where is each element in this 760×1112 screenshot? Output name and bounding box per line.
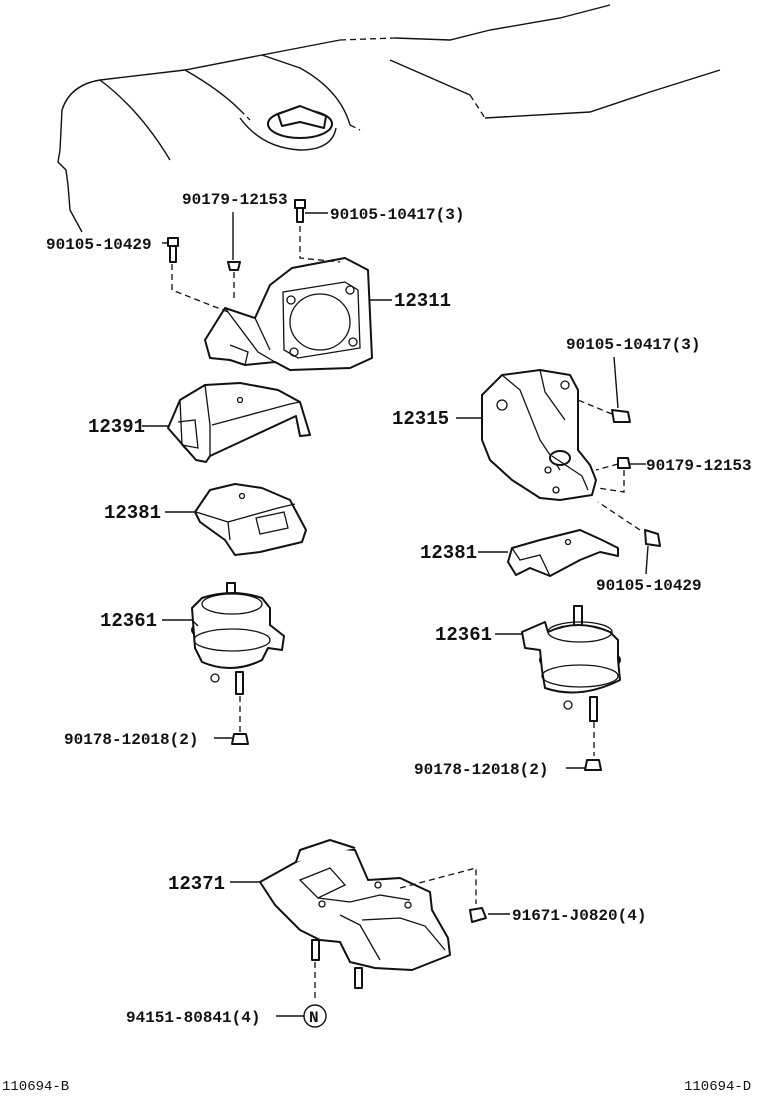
label-12391: 12391	[88, 416, 145, 438]
bolt-90178-left	[231, 696, 249, 745]
mount-12361-left	[191, 582, 285, 695]
label-90179-12153-right: 90179-12153	[646, 457, 752, 475]
mount-12361-right	[521, 605, 621, 722]
insulator-12381-left	[194, 483, 307, 556]
label-90179-12153-left: 90179-12153	[182, 191, 288, 209]
label-90105-10429-right: 90105-10429	[596, 577, 702, 595]
label-12315: 12315	[392, 408, 449, 430]
bolt-90105-10417-right	[577, 356, 631, 423]
bracket-12315	[481, 369, 597, 501]
footer-right-code: 110694-D	[684, 1079, 751, 1095]
bracket-12371	[259, 839, 477, 989]
engine-outline	[57, 4, 721, 233]
label-12361-left: 12361	[100, 610, 157, 632]
label-12361-right: 12361	[435, 624, 492, 646]
label-91671-j0820: 91671-J0820(4)	[512, 907, 646, 925]
bolt-90105-10429-left	[167, 237, 229, 313]
label-90105-10417-right: 90105-10417(3)	[566, 336, 700, 354]
leader-lines	[142, 212, 646, 1017]
bolt-90105-10417-left	[294, 199, 341, 263]
bolt-90178-right	[584, 722, 602, 771]
bolt-90105-10429-right	[597, 501, 661, 575]
bolt-90179-12153-left	[227, 212, 241, 300]
label-12311: 12311	[394, 290, 451, 312]
bolt-90179-12153-right	[595, 457, 631, 493]
n-symbol-label: N	[309, 1009, 319, 1027]
label-90178-12018-right: 90178-12018(2)	[414, 761, 548, 779]
bolt-91671-j0820	[469, 907, 487, 923]
label-12381-right: 12381	[420, 542, 477, 564]
insulator-12381-right	[507, 529, 619, 577]
label-90178-12018-left: 90178-12018(2)	[64, 731, 198, 749]
bracket-12311	[204, 257, 373, 371]
label-90105-10417-left: 90105-10417(3)	[330, 206, 464, 224]
label-12381-left: 12381	[104, 502, 161, 524]
footer-left-code: 110694-B	[2, 1079, 69, 1095]
label-90105-10429-left: 90105-10429	[46, 236, 152, 254]
label-12371: 12371	[168, 873, 225, 895]
label-94151-80841: 94151-80841(4)	[126, 1009, 260, 1027]
insulator-12391	[167, 382, 311, 463]
